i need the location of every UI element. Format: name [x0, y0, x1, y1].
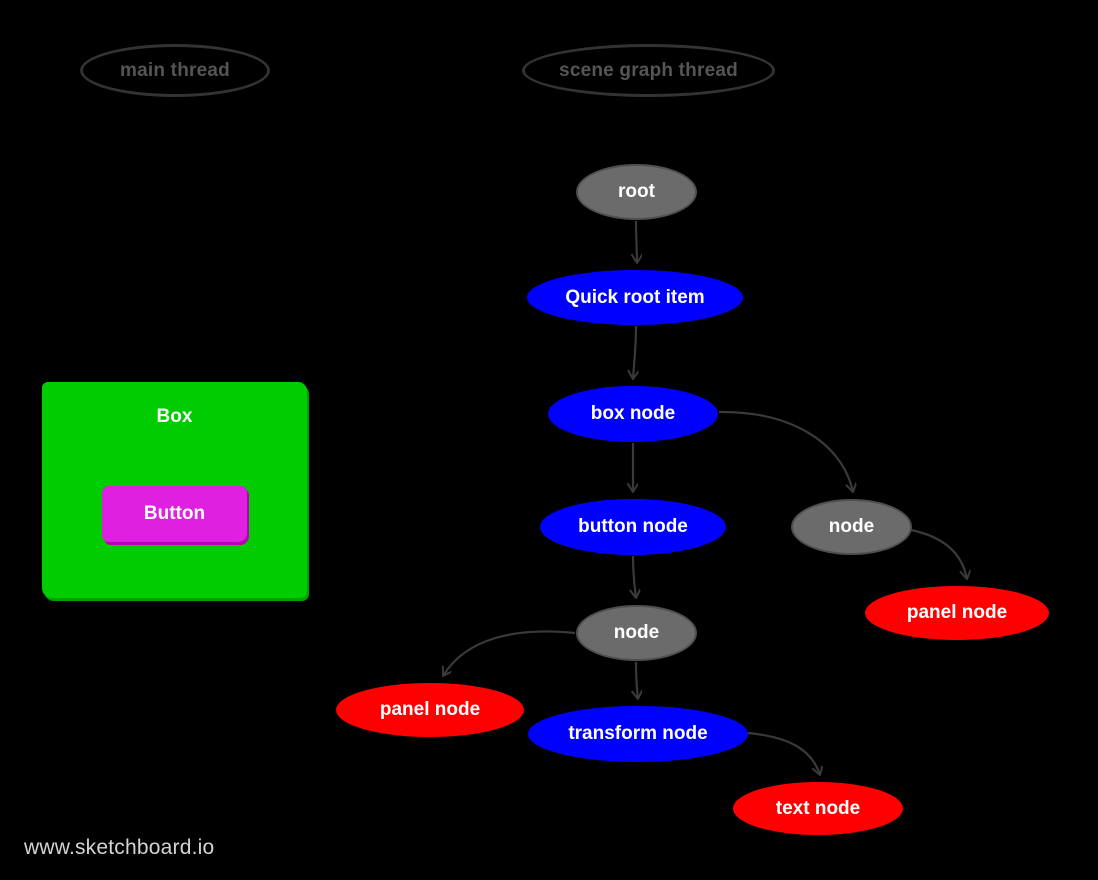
- node-text-node-label: text node: [775, 797, 861, 819]
- widget-button[interactable]: Button: [102, 486, 247, 542]
- edge-node-lower-to-transform-node: [636, 661, 638, 699]
- widget-box-label: Box: [156, 406, 193, 427]
- node-quick-root-item-label: Quick root item: [565, 286, 705, 308]
- node-panel-node-right[interactable]: panel node: [865, 586, 1049, 640]
- node-panel-node-right-label: panel node: [906, 602, 1008, 624]
- watermark: www.sketchboard.io: [24, 836, 215, 859]
- node-root-label: root: [618, 181, 655, 203]
- lane-scene-graph-thread: scene graph thread: [522, 44, 775, 97]
- widget-button-label: Button: [143, 503, 206, 524]
- edge-node-right-to-panel-node-right: [910, 528, 967, 579]
- node-text-node[interactable]: text node: [733, 782, 903, 835]
- node-node-right[interactable]: node: [791, 499, 912, 555]
- node-box-node[interactable]: box node: [548, 386, 718, 442]
- lane-main-thread: main thread: [80, 44, 270, 97]
- node-box-node-label: box node: [590, 403, 676, 425]
- lane-main-thread-label: main thread: [120, 59, 230, 81]
- edge-box-node-to-node-right: [718, 410, 853, 492]
- node-node-right-label: node: [828, 516, 875, 538]
- node-transform-node-label: transform node: [568, 723, 708, 745]
- node-quick-root-item[interactable]: Quick root item: [527, 270, 743, 325]
- node-button-node-label: button node: [578, 516, 688, 538]
- node-panel-node-left-label: panel node: [379, 699, 481, 721]
- node-transform-node[interactable]: transform node: [528, 706, 748, 762]
- edge-quick-root-item-to-box-node: [633, 325, 636, 379]
- edge-button-node-to-node-lower: [633, 555, 636, 598]
- lane-scene-graph-thread-label: scene graph thread: [559, 59, 738, 81]
- node-root[interactable]: root: [576, 164, 697, 220]
- edge-node-lower-to-panel-node-left: [443, 630, 576, 676]
- node-button-node[interactable]: button node: [540, 499, 726, 555]
- edge-transform-node-to-text-node: [747, 731, 820, 775]
- edge-root-to-quick-root-item: [636, 220, 637, 263]
- node-node-lower[interactable]: node: [576, 605, 697, 661]
- node-node-lower-label: node: [613, 622, 660, 644]
- node-panel-node-left[interactable]: panel node: [336, 683, 524, 737]
- widget-box[interactable]: Box: [42, 382, 307, 598]
